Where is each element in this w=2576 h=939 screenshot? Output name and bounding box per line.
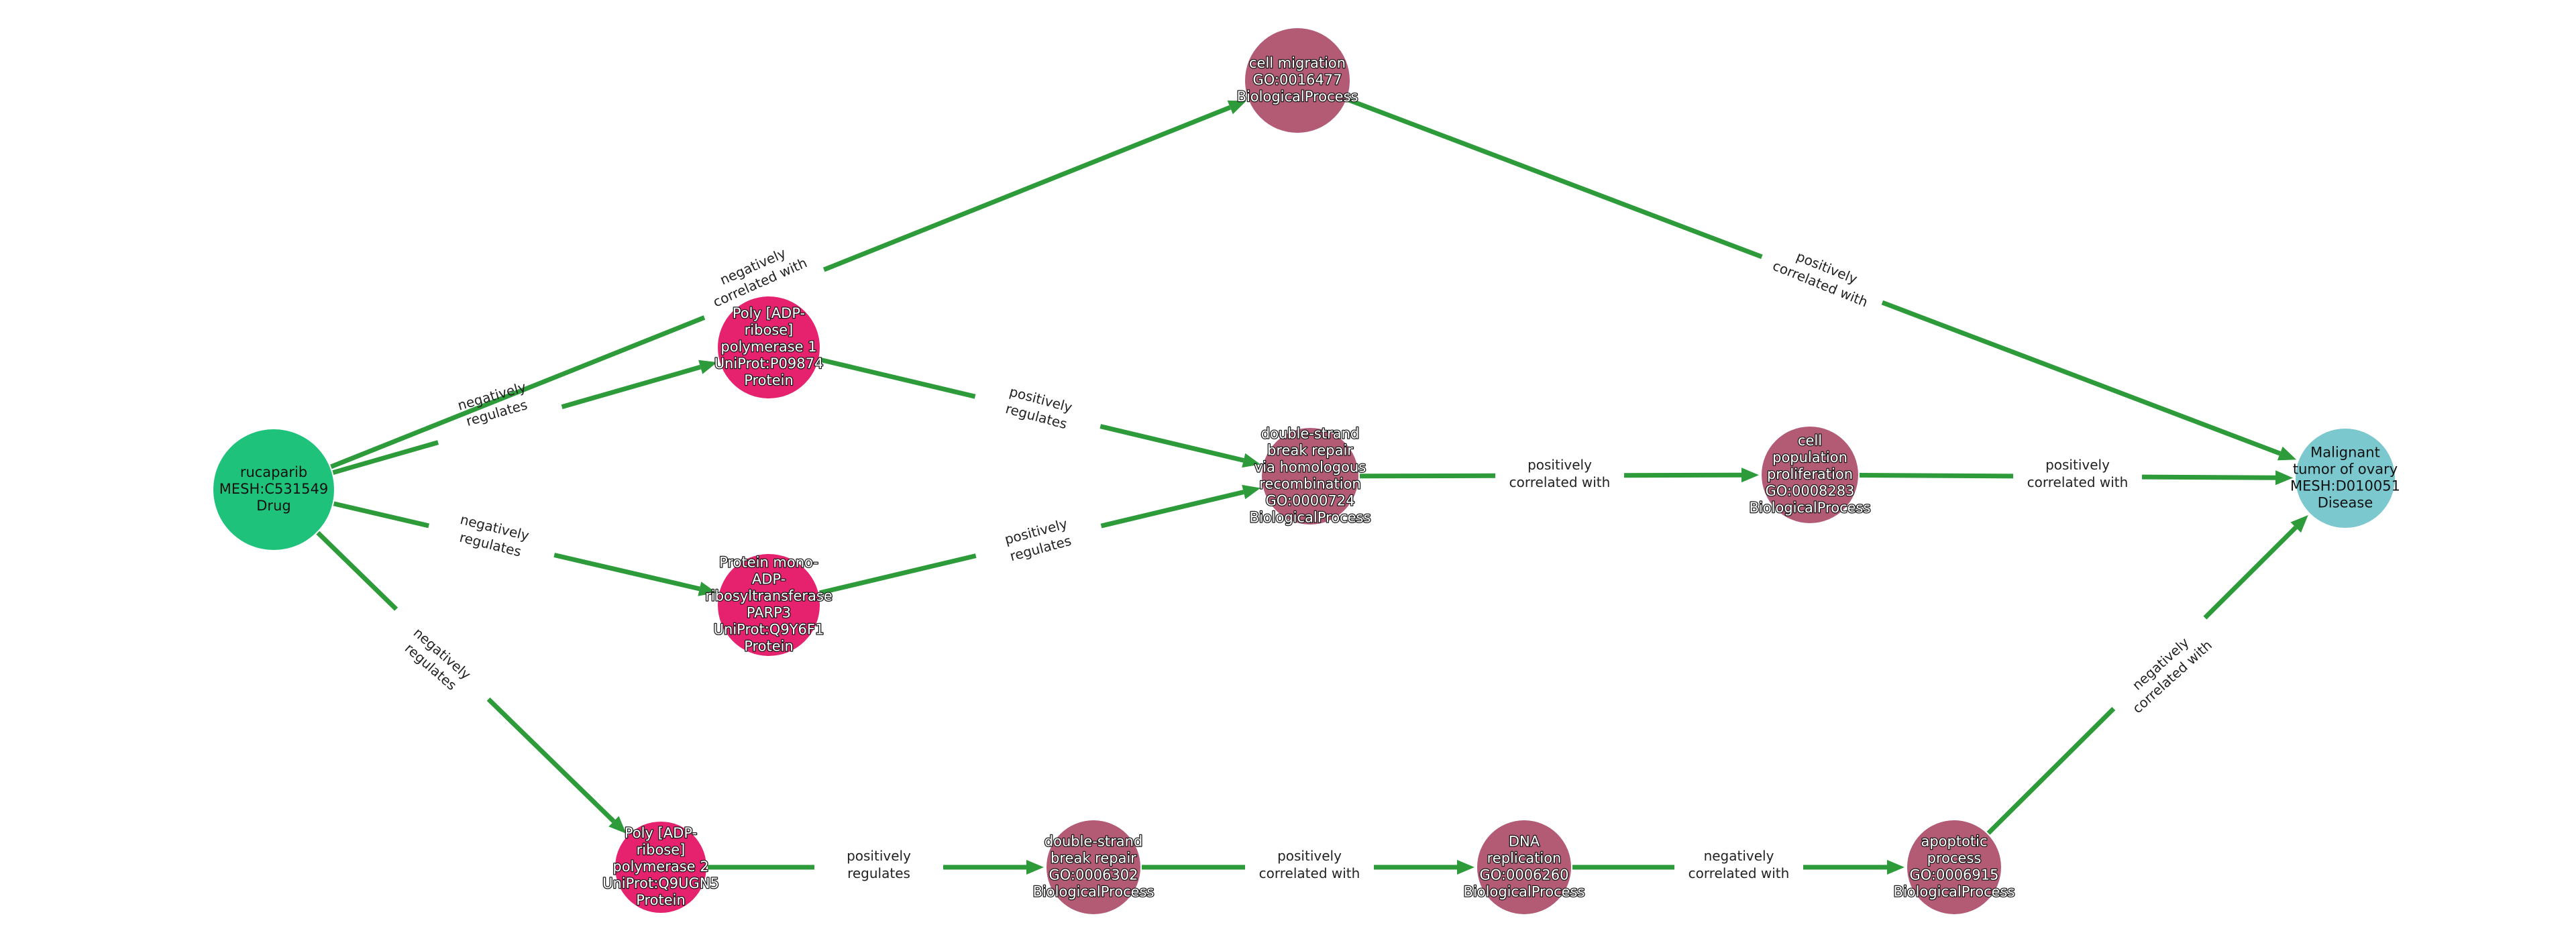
edge-label: negativelyregulates <box>399 624 474 696</box>
edge-arrowhead <box>698 360 718 374</box>
node-circle-drug[interactable] <box>213 429 334 550</box>
graph-edge[interactable] <box>819 484 1261 596</box>
edge-arrowhead <box>2277 446 2297 461</box>
edge-arrowhead <box>2275 470 2293 486</box>
graph-edge[interactable] <box>708 860 1044 875</box>
graph-edge[interactable] <box>1859 470 2293 486</box>
edges-layer <box>316 97 2308 875</box>
node-circle-biologicalprocess[interactable] <box>1262 428 1358 524</box>
edge-arrowhead <box>608 816 627 834</box>
graph-edge[interactable] <box>333 501 717 596</box>
edge-label: negativelycorrelated with <box>2117 624 2214 716</box>
edge-arrowhead <box>1741 467 1759 483</box>
edge-label: positivelyregulates <box>1004 383 1075 432</box>
edge-arrowhead <box>698 582 717 596</box>
edge-arrowhead <box>1242 453 1261 468</box>
graph-edge[interactable] <box>1359 467 1759 483</box>
node-circle-protein[interactable] <box>718 554 820 656</box>
node-circle-protein[interactable] <box>615 822 706 913</box>
edge-arrowhead <box>1227 100 1246 115</box>
edge-label: positivelyregulates <box>1003 515 1074 564</box>
graph-edge[interactable] <box>316 531 627 834</box>
node-circle-biologicalprocess[interactable] <box>1046 820 1140 914</box>
node-circle-biologicalprocess[interactable] <box>1477 820 1571 914</box>
edge-arrowhead <box>1242 484 1261 500</box>
graph-edge[interactable] <box>1142 860 1474 875</box>
node-circle-biologicalprocess[interactable] <box>1907 820 2001 914</box>
node-circle-protein[interactable] <box>718 296 820 398</box>
graph-edge[interactable] <box>332 360 718 475</box>
edge-arrowhead <box>1457 860 1474 875</box>
graph-edge[interactable] <box>819 357 1261 468</box>
edge-label: negativelyregulates <box>454 511 531 561</box>
edge-arrowhead <box>1887 860 1904 875</box>
edge-label: negativelyregulates <box>455 378 533 430</box>
graph-edge[interactable] <box>1572 860 1904 875</box>
graph-edge[interactable] <box>330 100 1246 470</box>
node-circle-disease[interactable] <box>2296 429 2395 528</box>
graph-edge[interactable] <box>1346 97 2297 461</box>
edge-arrowhead <box>1026 860 1044 875</box>
edge-arrowhead <box>2290 515 2308 533</box>
edge-label: positivelycorrelated with <box>1770 241 1876 310</box>
node-circle-biologicalprocess[interactable] <box>1762 427 1858 523</box>
node-circle-biologicalprocess[interactable] <box>1245 28 1350 133</box>
edge-labels-layer: negativelycorrelated with negativelyregul… <box>399 241 2215 881</box>
graph-edge[interactable] <box>1986 515 2308 835</box>
